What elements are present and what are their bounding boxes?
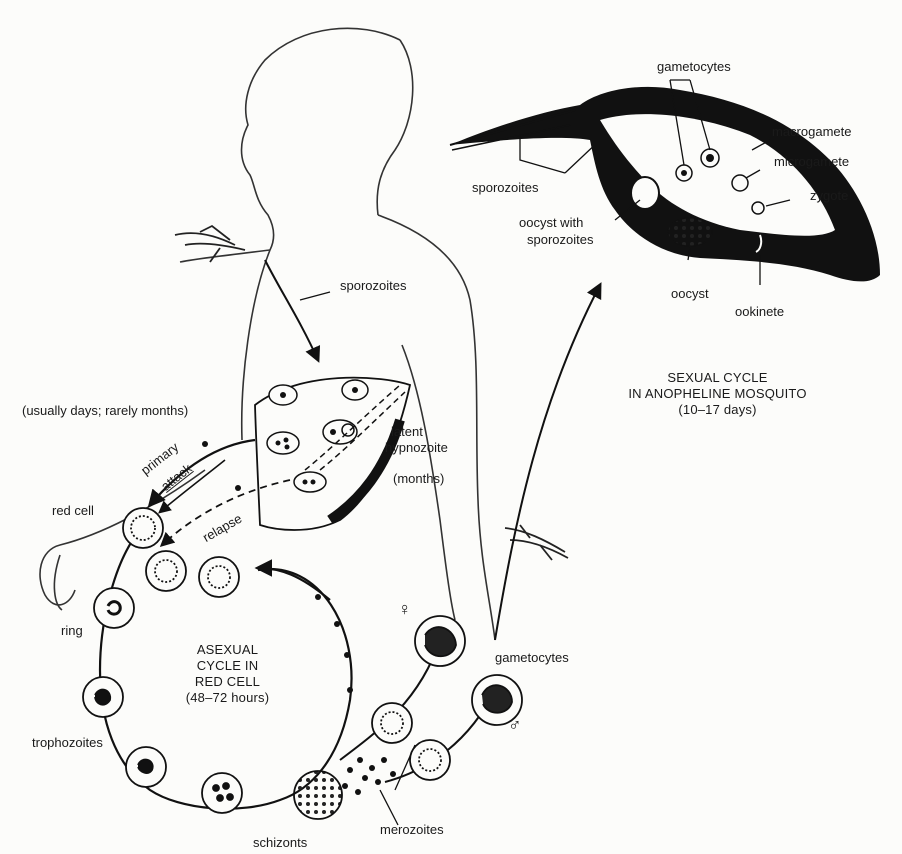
mosquito-gametocytes-label: gametocytes: [657, 59, 731, 74]
mosquito-sporozoites-label: sporozoites: [472, 180, 538, 195]
mosquito-at-hip-icon: [505, 525, 568, 560]
human-silhouette: [40, 28, 495, 640]
months-label: (months): [393, 471, 444, 486]
macrogamete-label: macrogamete: [772, 124, 851, 139]
gametocytes-label: gametocytes: [495, 650, 569, 665]
sporozoites-to-liver-arrow: [265, 260, 318, 360]
trophozoites-label: trophozoites: [32, 735, 103, 750]
oocyst-with-label-line2: sporozoites: [527, 232, 593, 247]
merozoite-dots: [342, 757, 396, 795]
usually-days-label: (usually days; rarely months): [22, 403, 188, 418]
hypnozoite-label: hypnozoite: [385, 440, 448, 455]
red-cell-label: red cell: [52, 503, 94, 518]
ookinete-label: ookinete: [735, 304, 784, 319]
sexual-cycle-line3: (10–17 days): [605, 402, 830, 417]
asexual-cycle-line4: (48–72 hours): [170, 690, 285, 705]
asexual-cycle-line1: ASEXUAL: [170, 642, 285, 657]
human-sporozoites-label: sporozoites: [340, 278, 406, 293]
sexual-cycle-line2: IN ANOPHELINE MOSQUITO: [605, 386, 830, 401]
oocyst-with-label-line1: oocyst with: [519, 215, 583, 230]
relapse-arrow: [162, 480, 290, 545]
latent-label: latent: [391, 424, 423, 439]
oocyst-label: oocyst: [671, 286, 709, 301]
male-symbol: ♂: [508, 718, 522, 733]
human-to-mosquito-arrow: [495, 285, 600, 640]
ring-label: ring: [61, 623, 83, 638]
merozoites-label: merozoites: [380, 822, 444, 837]
zygote-label: zygote: [810, 188, 848, 203]
female-symbol: ♀: [398, 602, 412, 617]
sexual-cycle-line1: SEXUAL CYCLE: [605, 370, 830, 385]
asexual-cycle-line2: CYCLE IN: [170, 658, 285, 673]
asexual-cycle-line3: RED CELL: [170, 674, 285, 689]
schizonts-label: schizonts: [253, 835, 307, 850]
gametocyte-cells: [372, 616, 522, 780]
microgamete-label: microgamete: [774, 154, 849, 169]
